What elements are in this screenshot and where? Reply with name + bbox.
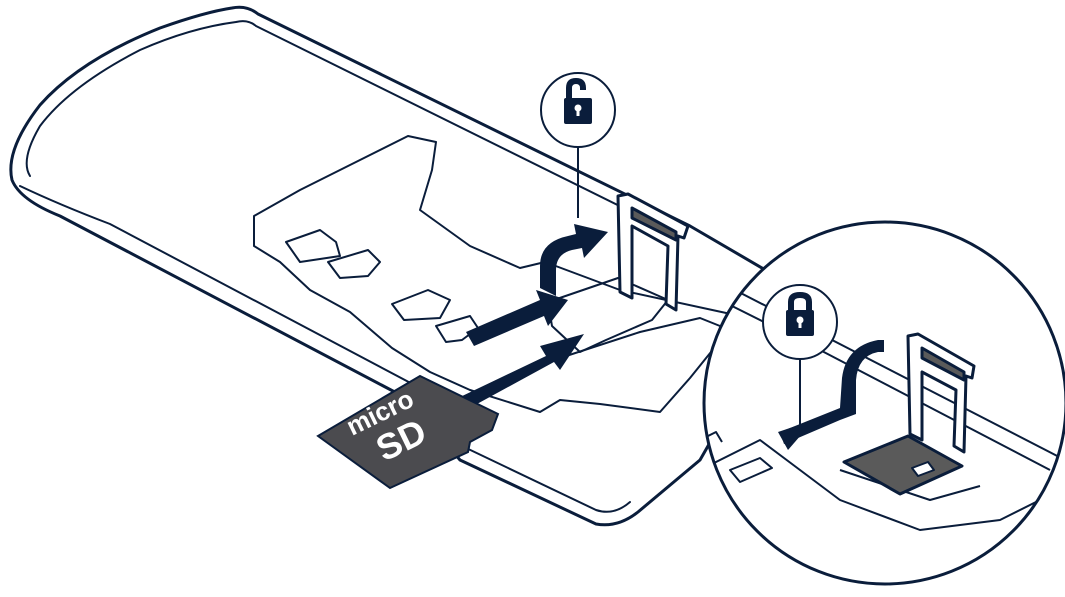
holder-frame — [616, 192, 690, 312]
zoom-inset — [702, 220, 1065, 586]
zoom-circle-bg — [704, 222, 1065, 584]
inset-holder-closed — [842, 332, 976, 496]
contact-b — [327, 249, 381, 279]
lock-icon — [786, 292, 814, 336]
inset-contact — [729, 457, 773, 483]
insert-arrows — [458, 290, 584, 410]
straight-arrow-upper — [466, 290, 568, 346]
curved-arrow-down-head — [778, 420, 814, 450]
inset-card-notch — [911, 461, 935, 477]
unlock-icon — [564, 78, 592, 124]
unlock-callout — [540, 72, 616, 218]
close-arrow — [778, 340, 884, 450]
lock-callout — [762, 284, 838, 434]
phone-lower-edge — [19, 185, 631, 513]
zoom-circle-border — [702, 220, 1065, 586]
contact-a — [285, 229, 341, 263]
contact-c — [391, 289, 451, 321]
slot-ridge — [559, 317, 721, 359]
inset-ledge — [839, 469, 981, 501]
inset-holder-inner — [920, 346, 966, 382]
inset-phone-edge — [704, 271, 1065, 461]
card-holder-open — [616, 192, 690, 312]
straight-arrow-lower — [458, 334, 584, 410]
inset-compartment — [704, 439, 1061, 531]
inset-card-seated — [842, 434, 964, 496]
curved-arrow-up — [540, 224, 608, 296]
lift-arrow — [540, 224, 608, 296]
phone-bezel-inner — [25, 20, 661, 227]
card-body — [316, 374, 500, 490]
holder-inner — [630, 206, 678, 242]
compartment-outline — [253, 135, 741, 413]
inset-holder-frame — [906, 332, 976, 454]
curved-arrow-down — [780, 340, 884, 444]
